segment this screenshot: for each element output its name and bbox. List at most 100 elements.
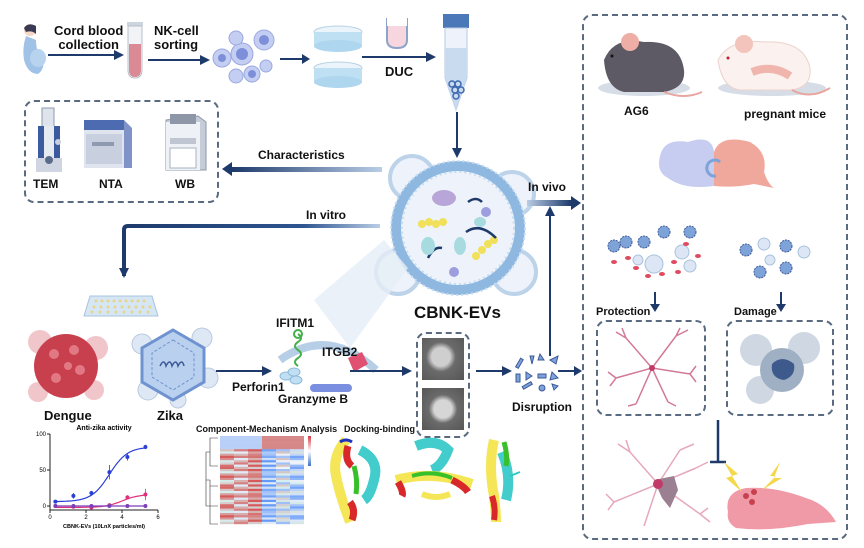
data-point-purple	[53, 504, 58, 508]
heatmap-cell	[248, 521, 262, 525]
x-tick-label: 4	[120, 515, 124, 521]
heatmap-cell	[234, 438, 248, 441]
heatmap-cell	[290, 442, 304, 445]
cbnk-evs-title: CBNK-EVs	[414, 303, 501, 322]
ev-tube-icon	[443, 14, 469, 112]
well-plate-icon	[83, 295, 159, 317]
heatmap-cell	[220, 510, 234, 514]
heatmap-cell	[234, 495, 248, 498]
heatmap-cell	[276, 477, 290, 481]
heatmap-cell	[290, 462, 304, 465]
zika-label: Zika	[157, 408, 184, 423]
heatmap-cell	[262, 471, 276, 474]
heatmap-cell	[276, 513, 290, 516]
heatmap-cell	[290, 458, 304, 461]
heatmap-cell	[290, 484, 304, 487]
in-vivo-label: In vivo	[528, 180, 567, 194]
heatmap-cell	[220, 480, 234, 483]
heatmap-cell	[262, 438, 276, 441]
heatmap-cell	[220, 486, 234, 489]
ev-virus-interaction-cluster	[607, 225, 701, 278]
heatmap-cell	[276, 480, 290, 483]
heatmap-cell	[220, 519, 234, 522]
in-vivo-panel	[582, 14, 848, 540]
heatmap-cell	[220, 502, 234, 505]
heatmap-cell	[220, 493, 234, 496]
instrument-label-wb: WB	[175, 177, 195, 191]
arrow-to-blood	[48, 50, 124, 60]
heatmap-cell	[276, 449, 290, 452]
itgb2-label: ITGB2	[322, 345, 358, 359]
heatmap-cell	[234, 447, 248, 450]
heatmap-cell	[290, 482, 304, 485]
data-point-blue	[89, 491, 94, 496]
heatmap-cell	[248, 508, 262, 511]
heatmap-cell	[276, 499, 290, 503]
heatmap-cell	[262, 502, 276, 505]
heatmap-cell	[248, 510, 262, 514]
arrow-to-dishes	[280, 54, 310, 64]
heatmap-cell	[248, 495, 262, 498]
arrow-to-duc	[362, 52, 436, 62]
heatmap-cell	[290, 464, 304, 467]
heatmap-cell	[248, 497, 262, 500]
heatmap-cell	[248, 442, 262, 445]
heatmap-cell	[262, 506, 276, 509]
heatmap-cell	[262, 513, 276, 516]
instrument-label-tem: TEM	[33, 177, 59, 191]
nanoparticle-analyzer-icon	[84, 120, 132, 168]
heatmap-cell	[248, 499, 262, 503]
heatmap-cell	[248, 440, 262, 443]
heatmap-cell	[262, 508, 276, 511]
heatmap-cell	[220, 495, 234, 498]
data-point-pink	[143, 492, 148, 497]
heatmap-cell	[276, 521, 290, 525]
data-point-blue	[53, 499, 58, 504]
heatmap-cell	[234, 458, 248, 461]
heatmap-cell	[262, 460, 276, 463]
ag6-label: AG6	[624, 104, 649, 118]
heatmap-cell	[220, 451, 234, 454]
heatmap-cell	[220, 515, 234, 518]
heatmap-cell	[234, 499, 248, 503]
heatmap-cell	[290, 502, 304, 505]
culture-dish-icon	[313, 25, 363, 88]
x-tick-label: 2	[84, 515, 88, 521]
heatmap-cell	[276, 475, 290, 478]
heatmap-cell	[276, 453, 290, 456]
heatmap-cell	[220, 504, 234, 507]
chart-title: Anti-zika activity	[76, 425, 131, 432]
heatmap-cell	[220, 462, 234, 465]
heatmap-cell	[290, 504, 304, 507]
heatmap-cell	[220, 447, 234, 450]
heatmap-cell	[276, 458, 290, 461]
heatmap-cell	[276, 440, 290, 443]
heatmap-cell	[276, 493, 290, 496]
duc-label: DUC	[385, 64, 414, 79]
heatmap-cell	[290, 480, 304, 483]
heatmap-cell	[234, 471, 248, 474]
heatmap-cell	[290, 517, 304, 520]
heatmap-cell	[262, 455, 276, 459]
ev-zoom-beam	[314, 240, 408, 348]
heatmap-cell	[262, 469, 276, 472]
heatmap-cell	[262, 517, 276, 520]
perforin1-label: Perforin1	[232, 380, 285, 394]
heatmap-cell	[220, 455, 234, 459]
heatmap-cell	[234, 436, 248, 439]
in-vitro-label: In vitro	[306, 208, 347, 222]
tem-image-1	[422, 338, 464, 380]
heatmap-cell	[276, 460, 290, 463]
heatmap-cell	[234, 466, 248, 470]
heatmap-cell	[248, 484, 262, 487]
y-tick-label: 0	[43, 504, 47, 510]
heatmap-cell	[276, 471, 290, 474]
heatmap-cell	[248, 460, 262, 463]
blood-tube-icon	[127, 22, 143, 79]
heatmap-cell	[220, 497, 234, 500]
data-point-blue	[71, 493, 76, 498]
heatmap-cell	[220, 499, 234, 503]
heatmap-cell	[234, 444, 248, 448]
heatmap-cell	[290, 521, 304, 525]
heatmap-cell	[290, 488, 304, 492]
